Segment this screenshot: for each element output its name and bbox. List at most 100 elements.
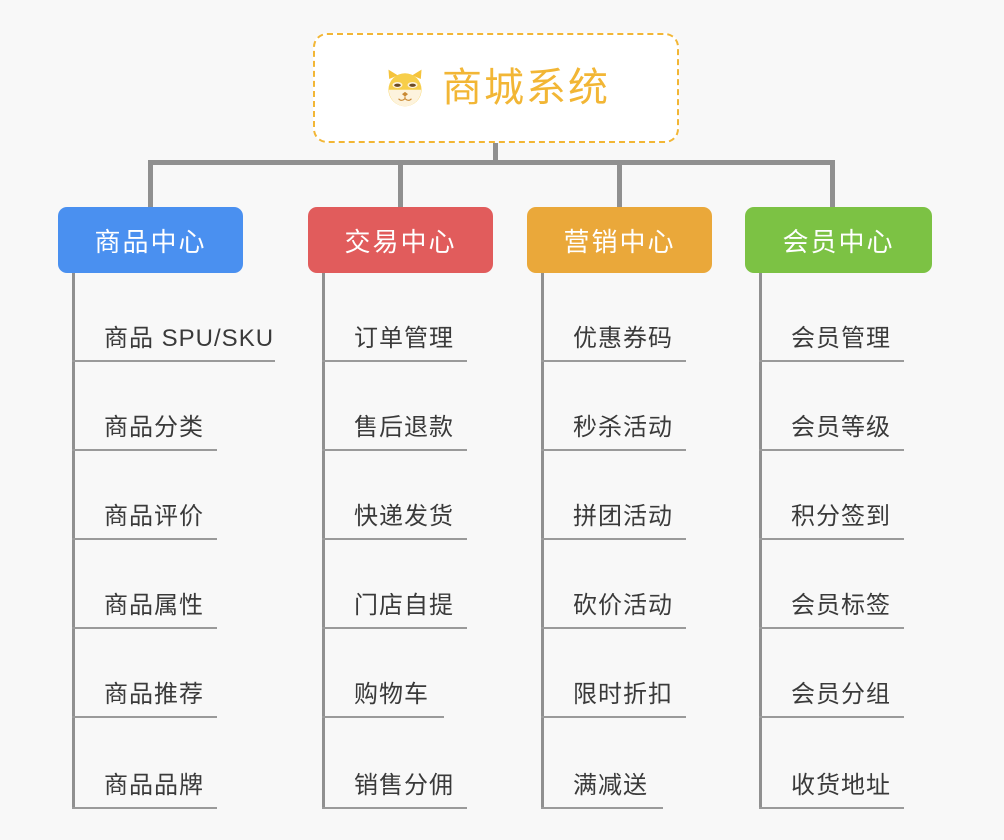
root-title: 商城系统 xyxy=(442,66,610,110)
leaf-item-underline xyxy=(759,449,904,451)
leaf-item[interactable]: 售后退款 xyxy=(322,362,493,451)
leaf-item[interactable]: 积分签到 xyxy=(759,451,932,540)
leaf-item-underline xyxy=(322,360,467,362)
leaf-item[interactable]: 会员标签 xyxy=(759,540,932,629)
leaf-item[interactable]: 会员等级 xyxy=(759,362,932,451)
leaf-item[interactable]: 拼团活动 xyxy=(541,451,712,540)
leaf-item-underline xyxy=(72,716,217,718)
leaf-item-underline xyxy=(322,627,467,629)
category-header-label: 交易中心 xyxy=(344,226,457,257)
leaf-item-underline xyxy=(541,716,686,718)
category-header-marketing-center[interactable]: 营销中心 xyxy=(527,207,712,273)
leaf-item-label: 积分签到 xyxy=(791,503,891,530)
leaf-item[interactable]: 商品推荐 xyxy=(72,629,243,718)
leaf-item-label: 秒杀活动 xyxy=(573,414,673,441)
leaf-stack-trade-center: 订单管理售后退款快递发货门店自提购物车销售分佣 xyxy=(322,273,493,809)
leaf-item-underline xyxy=(759,538,904,540)
leaf-item-label: 优惠券码 xyxy=(573,325,673,352)
leaf-stack-marketing-center: 优惠券码秒杀活动拼团活动砍价活动限时折扣满减送 xyxy=(541,273,712,809)
leaf-item-label: 拼团活动 xyxy=(573,503,673,530)
leaf-item-label: 商品分类 xyxy=(104,414,204,441)
leaf-item[interactable]: 商品分类 xyxy=(72,362,243,451)
leaf-item-underline xyxy=(541,360,686,362)
leaf-item-label: 会员标签 xyxy=(791,592,891,619)
leaf-item-label: 门店自提 xyxy=(354,592,454,619)
connector-drop-1 xyxy=(148,160,153,208)
leaf-item[interactable]: 门店自提 xyxy=(322,540,493,629)
category-column-trade-center: 交易中心订单管理售后退款快递发货门店自提购物车销售分佣 xyxy=(308,207,493,809)
leaf-item-underline xyxy=(72,538,217,540)
leaf-item-underline xyxy=(541,538,686,540)
leaf-item-label: 商品品牌 xyxy=(104,772,204,799)
leaf-item-underline xyxy=(322,449,467,451)
category-column-product-center: 商品中心商品 SPU/SKU 商品分类商品评价商品属性商品推荐商品品牌 xyxy=(58,207,275,809)
leaf-item[interactable]: 收货地址 xyxy=(759,718,932,809)
leaf-item-label: 砍价活动 xyxy=(573,592,673,619)
leaf-spine xyxy=(759,273,762,809)
leaf-item-underline xyxy=(541,807,663,809)
leaf-item[interactable]: 会员分组 xyxy=(759,629,932,718)
leaf-item[interactable]: 快递发货 xyxy=(322,451,493,540)
category-header-label: 商品中心 xyxy=(94,226,207,257)
leaf-item-label: 会员等级 xyxy=(791,414,891,441)
category-header-label: 营销中心 xyxy=(563,226,676,257)
leaf-item-label: 限时折扣 xyxy=(573,681,673,708)
root-node[interactable]: 商城系统 xyxy=(313,33,679,143)
leaf-stack-member-center: 会员管理会员等级积分签到会员标签会员分组收货地址 xyxy=(759,273,932,809)
leaf-item-underline xyxy=(759,627,904,629)
leaf-item-label: 订单管理 xyxy=(354,325,454,352)
category-header-member-center[interactable]: 会员中心 xyxy=(745,207,932,273)
leaf-item-label: 会员分组 xyxy=(791,681,891,708)
leaf-item-label: 购物车 xyxy=(354,681,429,708)
leaf-item-label: 商品属性 xyxy=(104,592,204,619)
leaf-item-label: 销售分佣 xyxy=(354,772,454,799)
leaf-item[interactable]: 会员管理 xyxy=(759,273,932,362)
leaf-item-underline xyxy=(541,449,686,451)
leaf-item-underline xyxy=(759,807,904,809)
category-header-product-center[interactable]: 商品中心 xyxy=(58,207,243,273)
leaf-stack-product-center: 商品 SPU/SKU 商品分类商品评价商品属性商品推荐商品品牌 xyxy=(72,273,275,809)
leaf-item-underline xyxy=(72,360,275,362)
leaf-item-underline xyxy=(322,716,444,718)
leaf-item-label: 满减送 xyxy=(573,772,648,799)
leaf-item[interactable]: 商品评价 xyxy=(72,451,243,540)
category-column-marketing-center: 营销中心优惠券码秒杀活动拼团活动砍价活动限时折扣满减送 xyxy=(527,207,712,809)
leaf-item-label: 会员管理 xyxy=(791,325,891,352)
leaf-item[interactable]: 砍价活动 xyxy=(541,540,712,629)
category-header-trade-center[interactable]: 交易中心 xyxy=(308,207,493,273)
leaf-item[interactable]: 商品属性 xyxy=(72,540,243,629)
leaf-item[interactable]: 满减送 xyxy=(541,718,712,809)
leaf-item-label: 商品推荐 xyxy=(104,681,204,708)
leaf-item-underline xyxy=(72,807,217,809)
leaf-item[interactable]: 优惠券码 xyxy=(541,273,712,362)
leaf-item[interactable]: 商品 SPU/SKU xyxy=(72,273,275,362)
leaf-item-underline xyxy=(322,807,467,809)
leaf-spine xyxy=(72,273,75,809)
leaf-item[interactable]: 限时折扣 xyxy=(541,629,712,718)
leaf-item[interactable]: 商品品牌 xyxy=(72,718,243,809)
leaf-item-underline xyxy=(541,627,686,629)
connector-drop-4 xyxy=(830,160,835,208)
connector-horizontal-bus xyxy=(148,160,835,165)
leaf-item-underline xyxy=(322,538,467,540)
category-header-label: 会员中心 xyxy=(782,226,895,257)
leaf-item[interactable]: 秒杀活动 xyxy=(541,362,712,451)
leaf-item-label: 商品 SPU/SKU xyxy=(104,325,275,352)
leaf-item[interactable]: 购物车 xyxy=(322,629,493,718)
leaf-item[interactable]: 销售分佣 xyxy=(322,718,493,809)
leaf-item-label: 售后退款 xyxy=(354,414,454,441)
leaf-spine xyxy=(322,273,325,809)
connector-drop-3 xyxy=(617,160,622,208)
leaf-spine xyxy=(541,273,544,809)
connector-root-stem xyxy=(493,143,498,163)
leaf-item-label: 快递发货 xyxy=(354,503,454,530)
leaf-item-underline xyxy=(759,716,904,718)
leaf-item-underline xyxy=(759,360,904,362)
leaf-item-underline xyxy=(72,627,217,629)
leaf-item-underline xyxy=(72,449,217,451)
leaf-item-label: 商品评价 xyxy=(104,503,204,530)
leaf-item[interactable]: 订单管理 xyxy=(322,273,493,362)
leaf-item-label: 收货地址 xyxy=(791,772,891,799)
category-column-member-center: 会员中心会员管理会员等级积分签到会员标签会员分组收货地址 xyxy=(745,207,932,809)
